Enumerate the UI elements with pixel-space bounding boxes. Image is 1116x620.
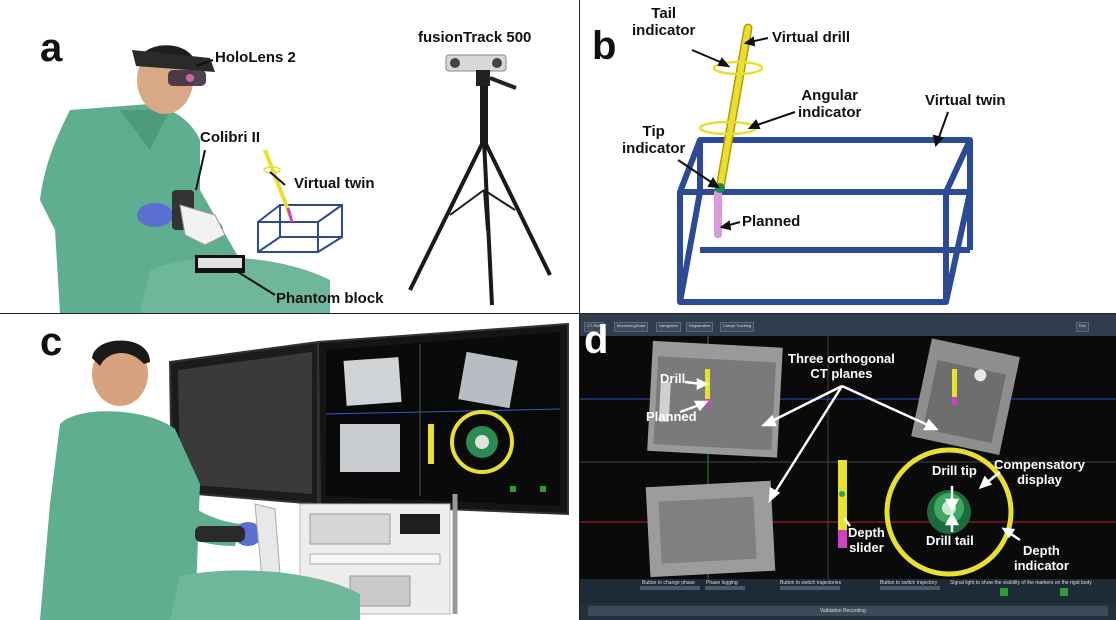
status-bar-text: Validation Recording [820,608,866,614]
panel-c: c [0,314,579,620]
annotation-colibri: Colibri II [200,129,260,146]
annotation-depth-ind-line1: Depth [1023,543,1060,558]
panel-label-b: b [592,24,617,68]
bottom-label-change-phase: Button to change phase [642,580,695,586]
annotation-comp-line1: Compensatory [994,457,1086,472]
annotation-fusiontrack: fusionTrack 500 [418,29,532,46]
panel-label-c: c [40,320,63,364]
panel-b: b Tail indicator Virtual drill Angular i… [580,0,1116,313]
panel-label-d: d [584,318,609,362]
annotation-tip-line2: indicator [622,139,686,157]
annotation-angular-line2: indicator [798,103,862,121]
annotation-virtual-twin-a: Virtual twin [294,175,375,192]
divider-horizontal [0,313,1116,314]
annotation-hololens: HoloLens 2 [215,49,296,66]
divider-vertical [579,0,580,620]
tab-navigation[interactable]: Navigation [656,322,681,332]
annotation-compensatory-display: Compensatory display [994,457,1086,488]
ui-top-bar [580,314,1116,336]
annotation-angular-indicator: Angular indicator [798,87,862,121]
panel-a: a HoloLens 2 fusionTrack 500 Colibri II … [0,0,579,313]
annotation-comp-line2: display [1017,471,1062,487]
tab-monitoring[interactable]: Monitoring/Data [614,322,649,332]
annotation-ct-line1: Three orthogonal [788,351,895,366]
panel-label-a: a [40,26,63,70]
annotation-phantom-block: Phantom block [276,290,384,307]
tab-registration[interactable]: Registration [686,322,714,332]
panel-d: CT-Skel Monitoring/Data Navigation Regis… [580,314,1116,620]
exit-button[interactable]: Exit [1076,322,1089,332]
annotation-depth-ind-line2: indicator [1014,557,1069,573]
annotation-angular-line1: Angular [801,87,858,104]
annotation-drill-tail: Drill tail [926,533,974,548]
annotation-tail-line1: Tail [651,5,677,22]
annotation-virtual-drill: Virtual drill [772,29,851,46]
panel-a-illustration [40,45,552,313]
annotation-planned-d: Planned [646,409,697,424]
bottom-label-switch-trajectory: Button to switch trajectory [880,580,938,586]
panel-b-illustration [677,23,973,305]
bottom-label-phase-logging: Phase logging [706,580,738,586]
annotation-depth-slider: Depth slider [848,525,885,556]
annotation-drill: Drill [660,371,686,386]
annotation-tip-indicator: Tip indicator [622,123,686,157]
annotation-tip-line1: Tip [642,123,665,140]
bottom-label-signal-light: Signal light to show the visibility of t… [950,580,1092,586]
tab-ct-skel[interactable]: CT-Skel [584,322,605,332]
annotation-drill-tip: Drill tip [932,463,977,478]
annotation-virtual-twin-b: Virtual twin [925,92,1006,109]
panel-c-illustration [40,322,569,620]
annotation-depth-slider-line2: slider [849,539,884,555]
annotation-tail-line2: indicator [632,21,696,39]
tab-compt-tracking[interactable]: Compt.Tracking [720,322,755,332]
annotation-depth-slider-line1: Depth [848,525,885,540]
panel-d-illustration [580,336,1116,620]
annotation-ct-line2: CT planes [810,365,873,381]
bottom-label-switch-trajectories: Button to switch trajectories [780,580,842,586]
annotation-planned-b: Planned [742,213,801,230]
annotation-tail-indicator: Tail indicator [632,5,696,39]
annotation-depth-indicator: Depth indicator [1014,543,1069,574]
annotation-ct-planes: Three orthogonal CT planes [788,351,895,382]
